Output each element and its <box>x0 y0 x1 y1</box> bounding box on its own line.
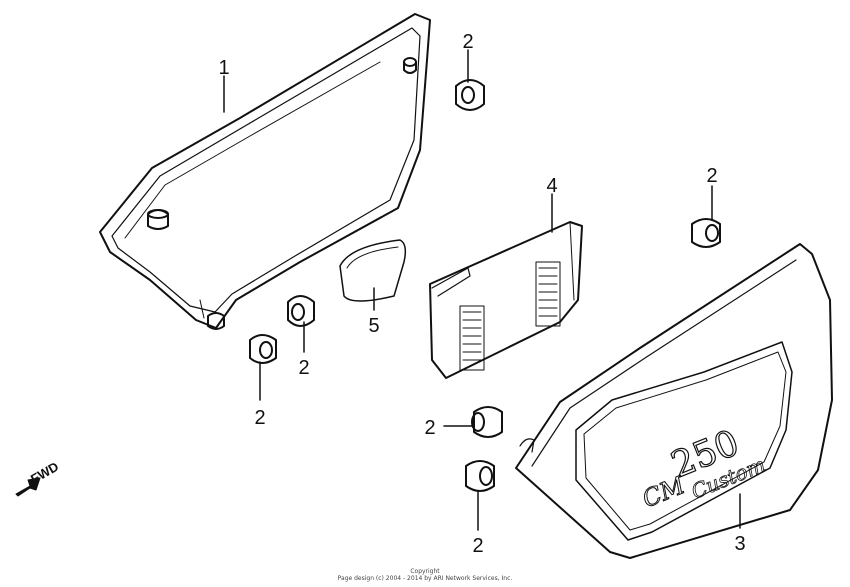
callout-2-left-middle: 2 <box>298 357 309 379</box>
callout-2-top: 2 <box>462 31 473 53</box>
pad <box>339 239 407 302</box>
callout-3: 3 <box>734 533 745 555</box>
callout-1: 1 <box>218 57 229 79</box>
fuse-box-cover <box>429 221 583 379</box>
grommet-top <box>455 79 485 111</box>
footer-line-1: Copyright <box>410 568 440 575</box>
grommet-left-middle <box>287 295 315 327</box>
callout-2-center-upper: 2 <box>424 417 435 439</box>
callout-5: 5 <box>368 315 379 337</box>
emblem: CM 250 Custom <box>638 422 769 514</box>
callout-4: 4 <box>546 175 557 197</box>
footer-line-2: Page design (c) 2004 - 2014 by ARI Netwo… <box>337 575 513 582</box>
callout-2-center-lower: 2 <box>472 535 483 557</box>
left-side-cover <box>99 13 431 330</box>
callout-2-left-lower: 2 <box>254 407 265 429</box>
footer-copyright: Copyright Page design (c) 2004 - 2014 by… <box>0 568 850 582</box>
grommet-center-upper <box>471 406 503 438</box>
grommet-center-lower <box>465 460 495 492</box>
grommet-left-lower <box>249 334 277 364</box>
right-side-cover <box>515 243 833 559</box>
fwd-label: FWD <box>28 459 61 487</box>
fwd-arrow-icon <box>15 477 41 497</box>
grommet-right-upper <box>691 218 721 248</box>
callout-2-right: 2 <box>706 165 717 187</box>
